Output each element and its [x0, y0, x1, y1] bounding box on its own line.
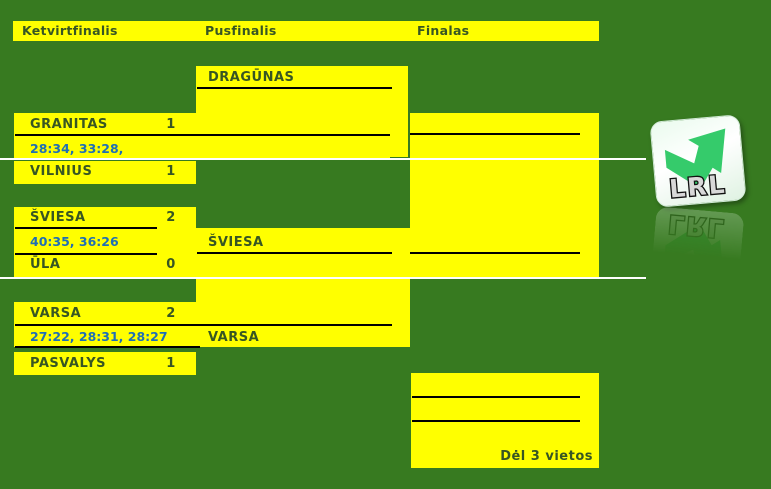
series-score: 2	[166, 210, 176, 225]
team-name: PASVALYS	[30, 356, 107, 371]
final-slot-2-line	[410, 252, 580, 254]
quarterfinal-3-away-box	[14, 352, 196, 375]
match-result: 40:35, 36:26	[30, 234, 119, 249]
final-box	[410, 113, 599, 277]
column-header-semifinals: Pusfinalis	[205, 23, 277, 38]
third-place-slot-1-line	[412, 396, 580, 398]
quarterfinal-3-home-line	[15, 324, 392, 326]
grid-line-lower	[0, 277, 646, 279]
semifinalist-name: ŠVIESA	[208, 235, 264, 250]
semifinalist-name: DRAGŪNAS	[208, 70, 295, 85]
third-place-slot-2-line	[412, 420, 580, 422]
series-score: 0	[166, 257, 176, 272]
match-result: 28:34, 33:28,	[30, 141, 124, 156]
quarterfinal-1-away-box	[14, 161, 196, 184]
column-header-quarterfinals: Ketvirtfinalis	[22, 23, 118, 38]
column-header-finals: Finalas	[417, 23, 470, 38]
lrl-logo-reflection: LRL	[649, 206, 745, 298]
team-name: ŪLA	[30, 257, 61, 272]
semifinal-1-line	[197, 87, 392, 89]
team-name: VARSA	[30, 306, 82, 321]
quarterfinal-1-home-line	[15, 134, 390, 136]
lrl-logo-tile: LRL	[649, 114, 747, 208]
series-score: 1	[166, 117, 176, 132]
quarterfinal-2-box	[14, 207, 196, 277]
third-place-label: Dėl 3 vietos	[500, 449, 593, 464]
series-score: 1	[166, 356, 176, 371]
arrow-icon	[664, 128, 726, 189]
team-name: GRANITAS	[30, 117, 108, 132]
semifinalist-name: VARSA	[208, 330, 260, 345]
quarterfinal-3-result-line	[15, 346, 200, 348]
match-result: 27:22, 28:31, 28:27	[30, 329, 168, 344]
team-name: VILNIUS	[30, 164, 93, 179]
lrl-logo: LRL LRL	[649, 114, 747, 298]
semifinal-2-line	[197, 252, 392, 254]
quarterfinal-2-result-line	[15, 253, 157, 255]
svg-text:LRL: LRL	[667, 209, 726, 243]
grid-line-upper	[0, 158, 646, 160]
series-score: 1	[166, 164, 176, 179]
series-score: 2	[166, 306, 176, 321]
team-name: ŠVIESA	[30, 210, 86, 225]
lrl-logo-text: LRL	[668, 170, 727, 204]
header-bar	[13, 21, 599, 41]
quarterfinal-2-home-line	[15, 227, 157, 229]
final-slot-1-line	[410, 133, 580, 135]
